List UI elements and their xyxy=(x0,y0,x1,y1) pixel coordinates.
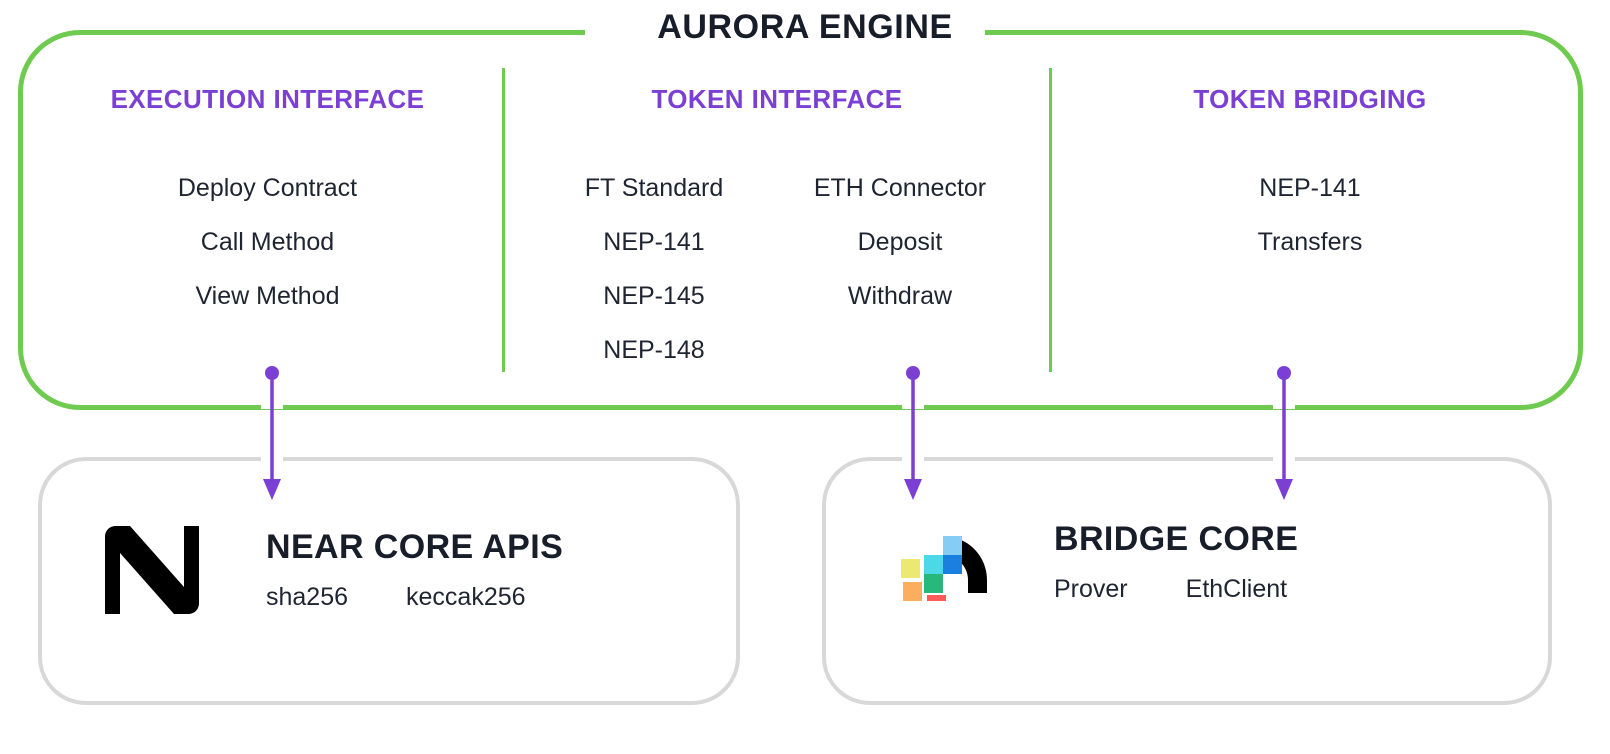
token-bridging-to-bridge-core-arrow xyxy=(1271,366,1297,502)
item-ethclient: EthClient xyxy=(1185,575,1288,603)
item-call-method: Call Method xyxy=(200,228,335,256)
group-eth-connector: ETH Connector Deposit Withdraw xyxy=(800,161,1000,377)
item-view-method: View Method xyxy=(195,282,340,310)
item-keccak256: keccak256 xyxy=(406,583,526,611)
bridge-core-content: BRIDGE CORE Prover EthClient xyxy=(888,520,1298,604)
item-nep-141: NEP-141 xyxy=(603,228,705,256)
near-core-items: sha256 keccak256 xyxy=(266,583,563,612)
item-nep-148: NEP-148 xyxy=(603,336,705,364)
bridge-core-text-block: BRIDGE CORE Prover EthClient xyxy=(1054,520,1298,604)
token-interface-to-bridge-core-arrow xyxy=(900,366,926,502)
group-title-ft-standard: FT Standard xyxy=(584,174,724,202)
item-bridging-nep-141: NEP-141 xyxy=(1259,174,1361,202)
item-withdraw: Withdraw xyxy=(847,282,953,310)
near-core-content: NEAR CORE APIS sha256 keccak256 xyxy=(98,520,563,620)
near-core-text-block: NEAR CORE APIS sha256 keccak256 xyxy=(266,528,563,612)
column-heading-execution-interface: EXECUTION INTERFACE xyxy=(110,84,425,114)
item-deploy-contract: Deploy Contract xyxy=(177,174,358,202)
item-bridging-transfers: Transfers xyxy=(1257,228,1363,256)
token-interface-groups: FT Standard NEP-141 NEP-145 NEP-148 ETH … xyxy=(512,161,1042,377)
group-ft-standard: FT Standard NEP-141 NEP-145 NEP-148 xyxy=(554,161,754,377)
near-logo-icon xyxy=(98,520,206,620)
column-heading-token-interface: TOKEN INTERFACE xyxy=(651,84,903,114)
column-token-interface: TOKEN INTERFACE FT Standard NEP-141 NEP-… xyxy=(512,84,1042,377)
aurora-engine-title: AURORA ENGINE xyxy=(657,8,953,46)
execution-to-near-core-arrow xyxy=(259,366,285,502)
column-heading-token-bridging: TOKEN BRIDGING xyxy=(1193,84,1427,114)
bridge-core-title: BRIDGE CORE xyxy=(1054,520,1299,558)
item-prover: Prover xyxy=(1054,575,1128,603)
item-nep-145: NEP-145 xyxy=(603,282,705,310)
bridge-core-items: Prover EthClient xyxy=(1054,575,1298,604)
near-core-title: NEAR CORE APIS xyxy=(266,528,564,566)
column-divider-2 xyxy=(1049,68,1052,372)
rainbow-bridge-logo-icon xyxy=(888,523,996,601)
bridge-core-box xyxy=(822,457,1552,705)
item-sha256: sha256 xyxy=(266,583,349,611)
column-execution-interface: EXECUTION INTERFACE Deploy Contract Call… xyxy=(40,84,495,323)
near-core-apis-box xyxy=(38,457,740,705)
title-border-gap xyxy=(585,16,985,46)
column-token-bridging: TOKEN BRIDGING NEP-141 Transfers xyxy=(1060,84,1560,269)
group-title-eth-connector: ETH Connector xyxy=(813,174,987,202)
item-deposit: Deposit xyxy=(857,228,943,256)
column-divider-1 xyxy=(502,68,505,372)
